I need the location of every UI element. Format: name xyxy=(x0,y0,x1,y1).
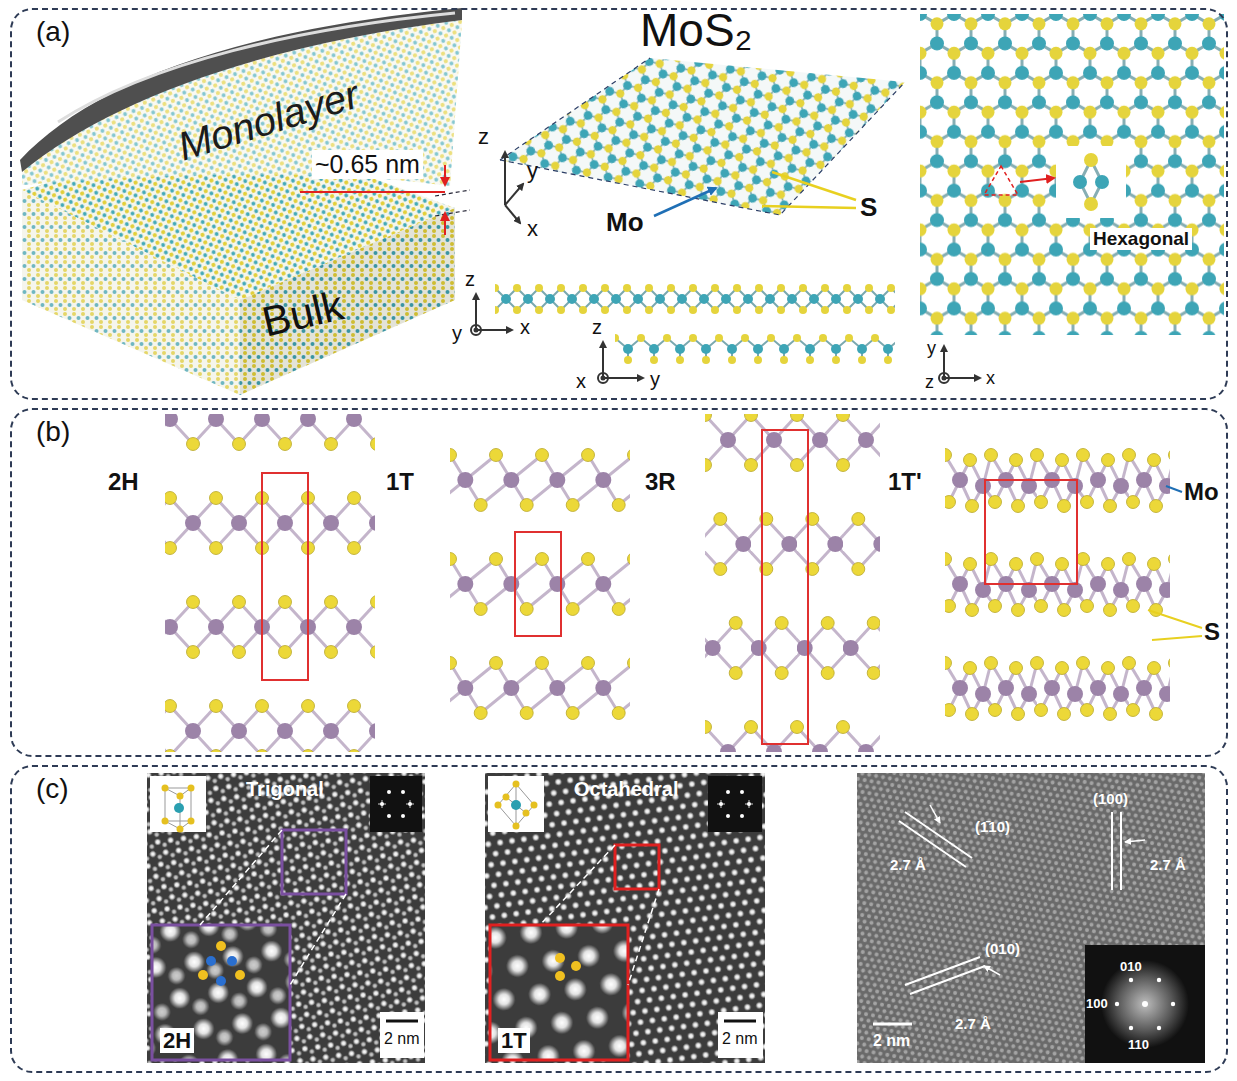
figure-label: 2 nm xyxy=(384,1030,420,1048)
figure-label: 3R xyxy=(645,468,676,496)
monolayer-sheet xyxy=(20,8,462,186)
figure-label: (1̄10) xyxy=(975,818,1010,835)
stem-image-1t xyxy=(485,773,765,1063)
figure-label: x xyxy=(527,216,538,241)
figure-label: 2H xyxy=(108,468,139,496)
figure-label: Trigonal xyxy=(246,778,324,801)
side-view xyxy=(495,284,895,364)
figure-label: (010) xyxy=(985,940,1020,957)
polytype-structures xyxy=(165,414,1202,752)
figure-label: MoS₂ xyxy=(640,4,752,57)
figure-label: z xyxy=(465,268,475,291)
figure-label: 1T xyxy=(498,1028,530,1053)
figure-label: z xyxy=(592,316,602,339)
panel-letter: (c) xyxy=(36,773,69,805)
axis-triad xyxy=(471,294,643,383)
panel-frame: (b) xyxy=(10,408,1228,757)
figure-label: z xyxy=(925,372,934,393)
figure-label: y xyxy=(927,338,936,359)
mos2-3d-sheet xyxy=(500,58,905,215)
figure-label: 2H xyxy=(160,1028,194,1053)
axis-triad xyxy=(505,152,523,223)
figure-label: x xyxy=(986,368,995,389)
stem-image-2h xyxy=(147,773,425,1063)
figure-label: 010 xyxy=(1120,960,1142,975)
figure-label: Hexagonal xyxy=(1090,228,1192,250)
figure-label: 2 nm xyxy=(722,1030,758,1048)
figure-label: ~0.65 nm xyxy=(312,150,423,179)
figure-label: Mo xyxy=(606,208,644,238)
figure-label: Mo xyxy=(1184,478,1219,506)
figure-label: 2.7 Å xyxy=(955,1015,991,1032)
figure-label: Octahedral xyxy=(574,778,678,801)
panel-frame: (c) xyxy=(10,765,1228,1073)
figure-label: 110 xyxy=(1128,1038,1149,1053)
figure-label: y xyxy=(452,322,462,345)
figure-label: 1T' xyxy=(888,468,922,496)
figure-label: 2.7 Å xyxy=(1150,856,1186,873)
figure-label: S xyxy=(1204,618,1220,646)
panel-frame: (a) xyxy=(10,8,1228,400)
figure-label: 100 xyxy=(1086,997,1108,1012)
figure-label: x xyxy=(576,370,586,393)
figure-label: 2.7 Å xyxy=(890,856,926,873)
figure-label: y xyxy=(650,368,660,391)
hexagonal-top-view xyxy=(920,14,1224,335)
panel-letter: (a) xyxy=(36,16,70,48)
figure-label: 1T xyxy=(386,468,414,496)
figure-label: 2 nm xyxy=(873,1032,910,1050)
axis-triad xyxy=(939,346,980,383)
figure-label: z xyxy=(478,124,489,149)
figure-label: y xyxy=(527,158,538,183)
figure-label: x xyxy=(520,316,530,339)
figure-label: (100) xyxy=(1093,790,1128,807)
hrtem-image xyxy=(857,773,1205,1063)
atom-pointer xyxy=(654,172,856,216)
figure-label: S xyxy=(860,193,877,223)
panel-letter: (b) xyxy=(36,416,70,448)
